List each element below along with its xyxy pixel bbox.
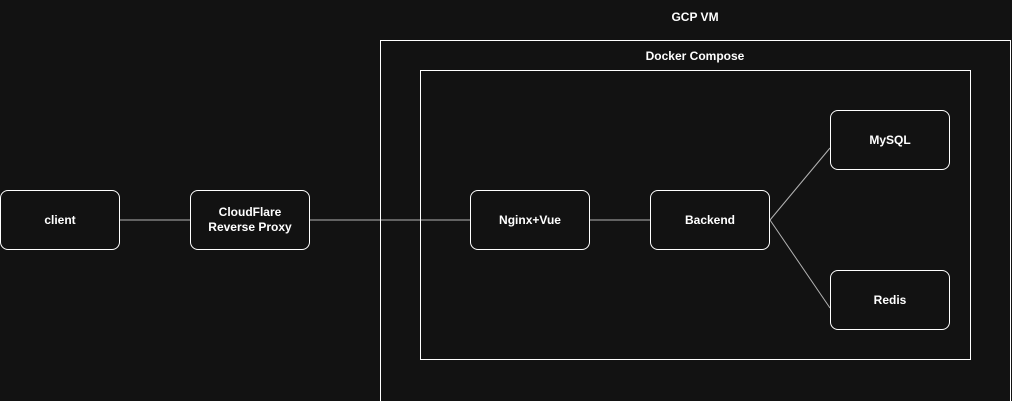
docker-compose-container	[420, 70, 971, 360]
edge-backend-mysql	[769, 147, 831, 221]
client-node[interactable]: client	[0, 190, 120, 250]
client-node-label: client	[44, 212, 76, 227]
cloudflare-node-label: CloudFlare Reverse Proxy	[208, 205, 292, 234]
edge-backend-redis	[769, 219, 831, 309]
cloudflare-node[interactable]: CloudFlare Reverse Proxy	[190, 190, 310, 250]
docker-compose-label: Docker Compose	[645, 49, 745, 63]
redis-node-label: Redis	[873, 292, 907, 307]
nginx-vue-node-label: Nginx+Vue	[499, 212, 561, 227]
nginx-vue-node[interactable]: Nginx+Vue	[470, 190, 590, 250]
mysql-node-label: MySQL	[869, 132, 911, 147]
gcp-vm-container	[380, 40, 1011, 401]
backend-node[interactable]: Backend	[650, 190, 770, 250]
redis-node[interactable]: Redis	[830, 270, 950, 330]
backend-node-label: Backend	[684, 212, 736, 227]
mysql-node[interactable]: MySQL	[830, 110, 950, 170]
gcp-vm-label: GCP VM	[671, 10, 719, 24]
